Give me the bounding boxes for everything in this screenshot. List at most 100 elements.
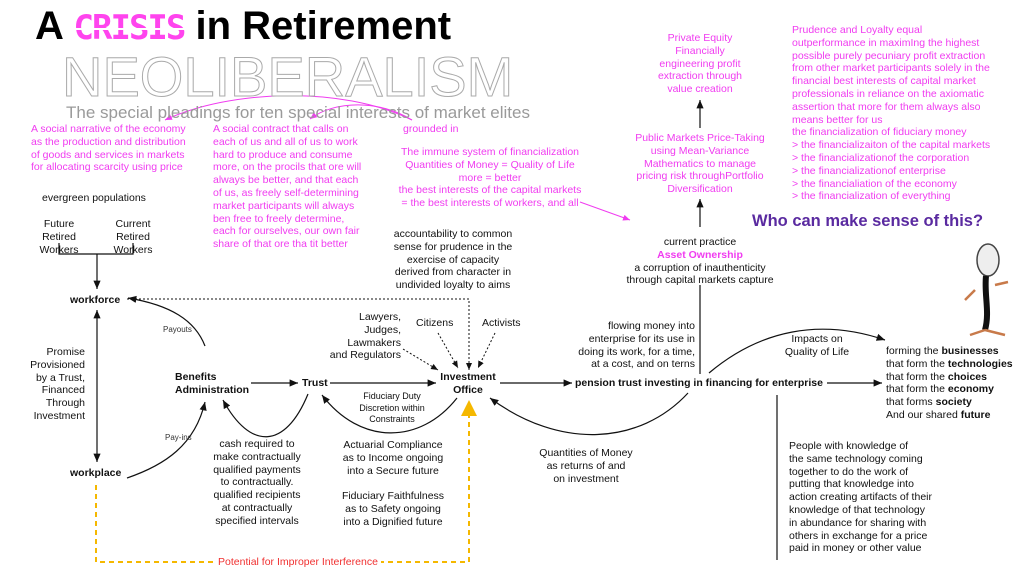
text-line: through capital markets capture	[626, 274, 774, 287]
text-line: undivided loyalty to aims	[395, 279, 511, 292]
text-line: more, on the procils that ore will	[213, 161, 362, 174]
text-line: cash required to	[219, 438, 295, 450]
text-line: as the production and distribution	[31, 135, 186, 148]
text-line: in abundance for sharing with	[789, 516, 927, 529]
grounded-label: grounded in	[403, 123, 459, 135]
text-line: from other market participants solely in…	[792, 62, 990, 75]
text-line: Investment	[33, 409, 85, 422]
text-line: Public Markets Price-Taking	[635, 132, 765, 144]
who-question: Who can make sense of this?	[752, 212, 984, 230]
text-line: at a cost, and on terns	[591, 358, 695, 371]
payouts-label: Payouts	[163, 325, 192, 334]
asset-ownership-block: current practice Asset Ownership a corru…	[620, 236, 780, 287]
text-line: of us, as freely self-determining	[213, 186, 359, 199]
text-line: Impacts on	[791, 333, 843, 345]
text-line: Fiduciary Duty	[363, 391, 421, 401]
forming-line: And our shared future	[886, 408, 991, 421]
text-line: engineering profit	[659, 57, 741, 70]
node-pension-trust: pension trust investing in financing for…	[575, 377, 823, 389]
text-line: > the financialiation of the economy	[792, 177, 957, 190]
text-line: Mathematics to manage	[643, 157, 757, 170]
forming-line: forming the businesses	[886, 345, 999, 357]
text-line: paid in money or other value	[789, 542, 922, 555]
text-line: make contractually	[213, 450, 301, 463]
text-line: derived from character in	[394, 266, 512, 279]
text-line: knowledge of that technology	[789, 503, 926, 516]
text-line: Fiduciary Faithfulness	[341, 490, 445, 502]
text-line: Financially	[675, 44, 725, 57]
text-line: Promise	[46, 346, 85, 358]
text-line: enterprise for its use in	[588, 332, 695, 345]
text-line: by a Trust,	[35, 371, 85, 384]
text-line: A social narrative of the economy	[31, 123, 186, 135]
text-line: hard to produce and consume	[213, 148, 353, 161]
text-line: doing its work, for a time,	[578, 345, 695, 358]
text-line: Provisioned	[30, 358, 85, 371]
text-line: market participants will always	[213, 199, 355, 212]
text-line: as returns of and	[546, 459, 626, 472]
text-line: assertion that more for them always also	[792, 100, 981, 113]
node-trust: Trust	[302, 377, 328, 389]
text-line: the financialization of fiduciary money	[792, 126, 967, 139]
text-line: Workers	[113, 243, 153, 256]
text-line: Retired	[116, 230, 150, 243]
text-line: Current	[115, 218, 151, 230]
text-line: others in exchange for a price	[789, 529, 928, 542]
text-line: Actuarial Compliance	[343, 439, 443, 451]
text-line: accountability to common	[393, 228, 513, 240]
text-line: specified intervals	[215, 514, 299, 527]
text-line: > the financializationof enterprise	[792, 164, 946, 177]
text-line: Benefits	[175, 371, 217, 383]
text-line: > the financializaiton of the capital ma…	[792, 139, 991, 152]
text-line: Office	[453, 383, 483, 396]
text-line: at contractually	[221, 501, 293, 514]
black-lines	[58, 100, 886, 560]
text-line: Administration	[175, 383, 250, 396]
text-line: Retired	[42, 230, 76, 243]
text-line: and Regulators	[329, 349, 401, 362]
text-line: always be better, and that each	[213, 174, 359, 187]
text-line: > the financialization of everything	[792, 190, 951, 203]
pink-arrows	[164, 95, 631, 221]
text-line: each of us and all of us to work	[213, 135, 358, 148]
node-workplace: workplace	[70, 467, 122, 479]
text-line: extraction through	[657, 70, 743, 83]
subtitle: The special pleadings for ten special in…	[66, 103, 530, 122]
payins-label: Pay-ins	[165, 433, 192, 442]
text-line: Discretion within	[359, 402, 425, 413]
text-line: Quantities of Money	[539, 447, 633, 459]
text-line: professionals in reliance on the axiomat…	[792, 87, 985, 100]
citizens-label: Citizens	[416, 317, 454, 329]
text-line: for allocating scarcity using price	[31, 161, 183, 174]
text-line: sense for prudence in the	[393, 240, 513, 253]
forming-line: that form the choices	[886, 370, 987, 383]
text-line: outperformance in maximIng the highest	[792, 36, 980, 49]
text-line: Lawyers,	[358, 311, 401, 323]
text-line: Prudence and Loyalty equal	[792, 24, 923, 36]
text-line: together to do the work of	[789, 465, 909, 478]
text-line: Lawmakers	[347, 336, 401, 349]
forming-line: that form the technologies	[886, 357, 1013, 370]
text-line: value creation	[667, 83, 733, 96]
text-line: Constraints	[369, 414, 415, 424]
activists-label: Activists	[482, 317, 521, 329]
text-line: Investment	[440, 371, 496, 383]
dotted-lines	[127, 298, 496, 371]
